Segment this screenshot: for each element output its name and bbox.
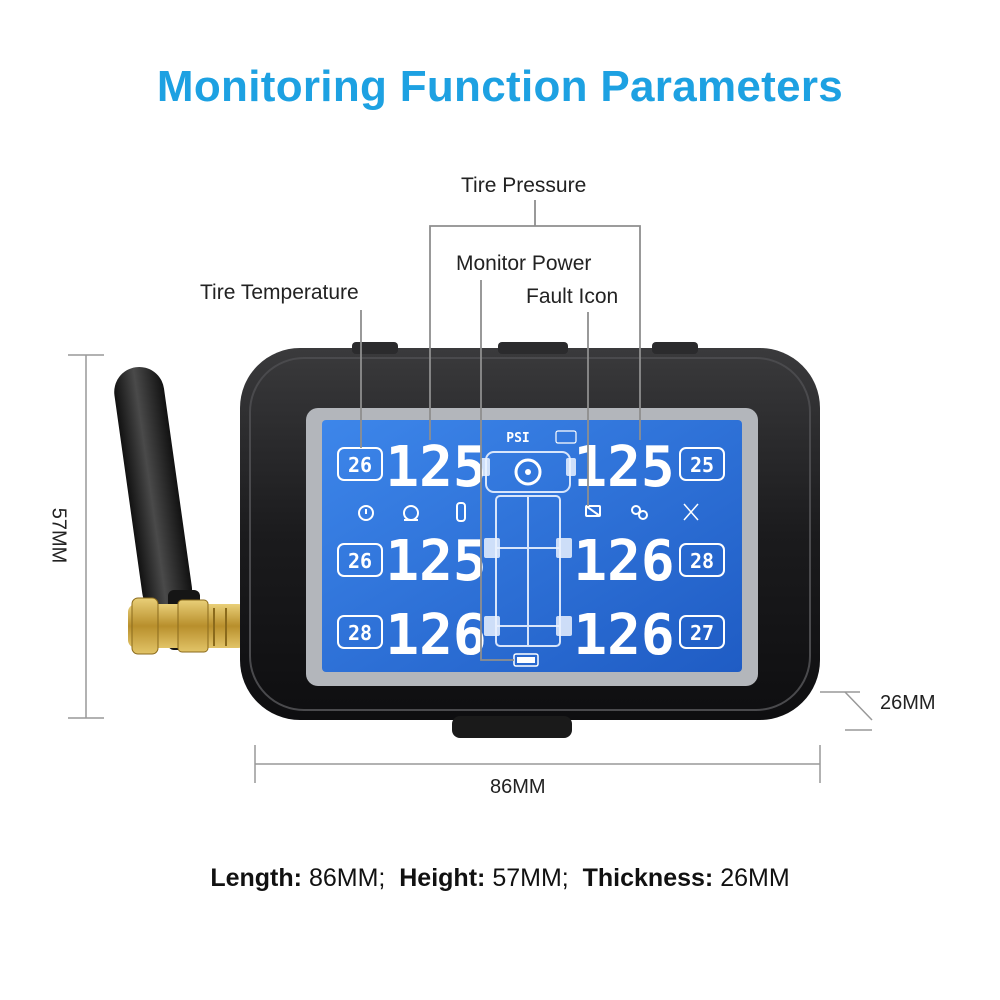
temp-box-r3-left [337,615,383,649]
temp-r3-right: 27 [690,621,714,645]
pressure-r2-right: 126 [573,529,674,594]
callout-lines [360,200,641,661]
length-label: Length: [210,864,302,892]
height-dimension-label: 57MM [47,507,70,564]
fault-icon [585,505,601,517]
temp-box-r2-right [679,543,725,577]
top-button-middle[interactable] [498,342,568,354]
temp-r2-right: 28 [690,549,714,573]
height-dimension-line [68,354,104,719]
pressure-unit: PSI [506,431,529,446]
pressure-r3-right: 126 [573,603,674,668]
temp-r1-left: 26 [348,453,372,477]
pressure-r1-right: 125 [573,435,674,500]
width-dimension-label: 86MM [490,776,546,798]
pressure-r3-left: 126 [385,603,486,668]
temp-box-r1-left [337,447,383,481]
status-icons [358,502,699,522]
tire-pressure-callout: Tire Pressure [461,174,587,197]
thickness-dimension-line [820,691,873,731]
temp-boxes [337,447,725,649]
pressure-r1-left: 125 [385,435,486,500]
temp-box-r2-left [337,543,383,577]
signal-icon [555,430,577,444]
low-pressure-icon [403,505,419,521]
thickness-dimension-label: 26MM [880,692,936,714]
temp-box-r3-right [679,615,725,649]
wheel-markers [480,458,576,636]
monitor-base [452,716,572,738]
top-button-left[interactable] [352,342,398,354]
tire-icon-front [514,458,542,486]
temp-r1-right: 25 [690,453,714,477]
temp-r3-left: 28 [348,621,372,645]
monitor-power-leader [480,280,514,661]
temp-r2-left: 26 [348,549,372,573]
height-value: 57MM; [492,864,569,892]
height-label: Height: [399,864,486,892]
length-value: 86MM; [308,864,386,892]
tire-temperature-callout: Tire Temperature [200,281,359,304]
temp-box-r1-right [679,447,725,481]
temperature-icon [456,502,466,522]
page-title: Monitoring Function Parameters [156,62,844,111]
pressure-r2-left: 125 [385,529,486,594]
tpms-warning-icon [358,505,374,521]
width-dimension-line [254,745,821,783]
link-icon [631,505,648,520]
fault-icon-callout: Fault Icon [526,285,619,308]
thickness-label: Thickness: [582,864,714,892]
top-button-right[interactable] [652,342,698,354]
thickness-value: 26MM [720,864,790,892]
sensor-grid-icon [683,503,699,521]
monitor-power-callout: Monitor Power [456,252,592,275]
antenna-connector [128,597,246,655]
lcd-screen [322,420,742,672]
specs-line: Length: 86MM; Height: 57MM; Thickness: 2… [0,864,1000,893]
